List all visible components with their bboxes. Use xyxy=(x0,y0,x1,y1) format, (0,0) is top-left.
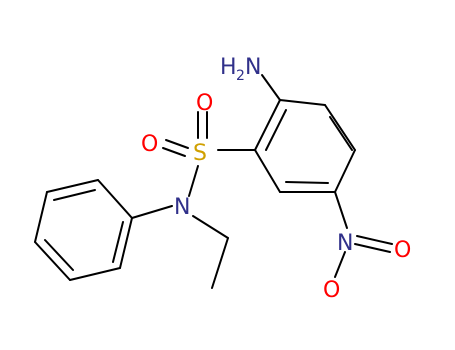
atom-label-o: O xyxy=(196,91,213,116)
bond-n-ch2 xyxy=(192,215,229,239)
bond-nno2-o-right-1 xyxy=(356,235,393,245)
atom-label-o: O xyxy=(394,238,411,263)
bond-ph-6-1-inner xyxy=(112,221,124,263)
bond-ph-6-1 xyxy=(119,217,133,269)
bond-ring-c4-c5-inner xyxy=(285,181,329,184)
nitroaniline-ring xyxy=(254,99,356,193)
bond-c1-nh2 xyxy=(261,74,281,101)
bond-ph-4-5-inner xyxy=(44,239,74,271)
atom-n-amide: N xyxy=(174,195,190,220)
bond-ring-c2-c3-inner xyxy=(329,116,353,151)
bond-ph-2-3 xyxy=(46,179,99,193)
atom-o-nitro-right: O xyxy=(394,238,411,263)
bond-ph-4-5 xyxy=(34,241,71,281)
atom-label-subscript: 2 xyxy=(236,68,245,84)
bond-s-o-left-1 xyxy=(165,139,189,149)
atom-label-s: S xyxy=(193,141,207,166)
bond-ring-c6-c1-inner xyxy=(265,109,287,151)
bond-nno2-o-right-2 xyxy=(354,243,391,253)
atom-o-sulfonyl-left: O xyxy=(141,132,158,157)
atom-o-nitro-bottom: O xyxy=(323,278,340,303)
bond-n-phenyl xyxy=(131,205,173,219)
bond-ph-5-6 xyxy=(69,267,121,281)
atom-s: S xyxy=(193,141,207,166)
atom-n-nitro: N xyxy=(337,231,353,256)
atom-nh2: H 2 N xyxy=(220,55,261,84)
bond-c4-nno2 xyxy=(334,191,348,229)
bond-ring-c3-c4 xyxy=(334,149,356,193)
atom-label-h: H xyxy=(220,55,237,80)
bond-ring-c2-c3 xyxy=(324,104,356,151)
bond-ring-c6-c1 xyxy=(254,99,281,151)
phenyl-ring xyxy=(34,179,133,281)
bond-ring-c1-c2 xyxy=(279,99,326,106)
atom-o-sulfonyl-top: O xyxy=(196,91,213,116)
atom-label-o: O xyxy=(323,278,340,303)
bond-ch2-ch3 xyxy=(211,237,229,289)
atom-label-o: O xyxy=(141,132,158,157)
bond-nno2-o-bottom xyxy=(334,251,346,278)
bond-s-n xyxy=(188,165,199,197)
atom-label-n: N xyxy=(337,231,353,256)
bond-s-o-left-2 xyxy=(162,147,186,157)
bond-ring-c5-c6 xyxy=(254,149,281,193)
atom-label-n: N xyxy=(245,55,261,80)
atom-label-n: N xyxy=(174,195,190,220)
bond-ph-1-2 xyxy=(97,179,133,219)
bond-ph-3-4 xyxy=(34,191,48,243)
bond-ph-2-3-inner xyxy=(53,189,96,201)
